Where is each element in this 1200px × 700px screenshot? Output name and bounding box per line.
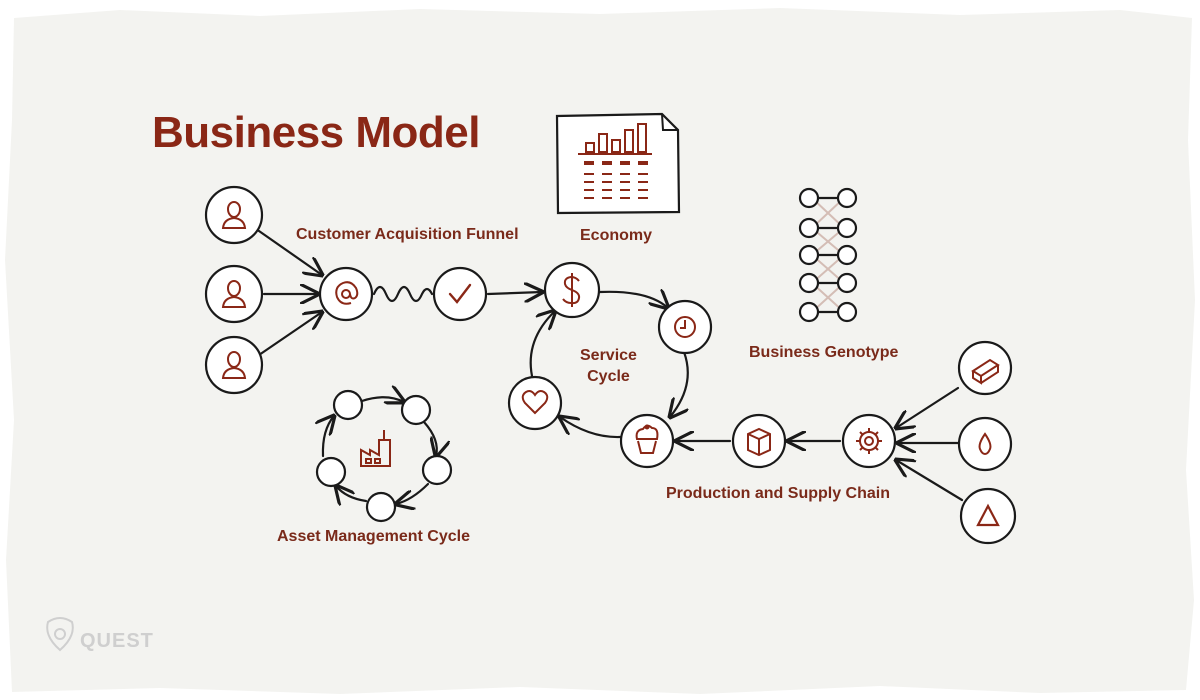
asset-management-cycle-label: Asset Management Cycle	[277, 528, 470, 545]
asset-arrow	[422, 420, 437, 456]
asset-arrow	[323, 416, 334, 458]
box-node	[731, 413, 787, 469]
dollar-node	[543, 261, 601, 319]
at-node	[318, 266, 374, 322]
asset-node	[315, 456, 347, 488]
brand-wordmark: QUEST	[80, 630, 154, 652]
user-node	[204, 185, 264, 245]
funnel-arrow	[257, 229, 322, 275]
asset-arrow	[396, 482, 430, 504]
customer-acquisition-funnel-label: Customer Acquisition Funnel	[296, 226, 519, 243]
quest-logo-icon	[46, 617, 74, 652]
asset-node	[365, 491, 397, 523]
at-sign-icon	[335, 281, 359, 305]
box-icon	[747, 427, 771, 457]
economy-label: Economy	[580, 227, 653, 244]
check-node	[432, 266, 488, 322]
cupcake-icon	[635, 424, 659, 454]
supply-chain-arrows	[676, 386, 964, 502]
user-icon	[221, 201, 247, 229]
cupcake-node	[619, 413, 675, 469]
brick-icon	[971, 358, 1000, 385]
drop-icon	[978, 432, 992, 456]
paper-background	[5, 8, 1195, 694]
asset-node	[332, 389, 364, 421]
wavy-connector	[372, 285, 434, 303]
asset-arrow	[336, 486, 368, 501]
bar-chart-document-icon	[578, 123, 652, 199]
asset-node	[421, 454, 453, 486]
cycle-arrow	[560, 417, 622, 439]
business-genotype-ladder	[798, 187, 858, 323]
supply-arrow	[896, 386, 960, 428]
triangle-node	[959, 487, 1017, 545]
heart-icon	[521, 390, 549, 415]
heart-node	[507, 375, 563, 431]
asset-management-cycle	[315, 389, 453, 523]
cycle-arrow	[598, 292, 668, 308]
gear-node	[841, 413, 897, 469]
checkmark-icon	[448, 283, 472, 304]
factory-icon	[360, 430, 391, 467]
cycle-arrow	[670, 350, 688, 417]
asset-arrow	[360, 397, 404, 402]
customer-acquisition-funnel	[257, 229, 542, 357]
supply-arrow	[896, 460, 964, 502]
asset-node	[400, 394, 432, 426]
economy-document	[555, 112, 681, 215]
triangle-icon	[976, 503, 1000, 527]
brick-node	[957, 340, 1013, 396]
clock-icon	[674, 316, 696, 338]
gear-icon	[856, 428, 882, 454]
user-icon	[221, 280, 247, 308]
user-node	[204, 264, 264, 324]
service-cycle-label: Service Cycle	[580, 347, 637, 385]
funnel-arrow	[486, 292, 542, 294]
production-supply-chain-label: Production and Supply Chain	[666, 485, 890, 502]
business-genotype-label: Business Genotype	[749, 344, 899, 361]
user-node	[204, 335, 264, 395]
cycle-arrow	[529, 311, 555, 378]
dollar-icon	[562, 273, 581, 307]
drop-node	[957, 416, 1013, 472]
funnel-arrow	[257, 312, 322, 357]
clock-node	[657, 299, 713, 355]
page-title: Business Model	[152, 108, 480, 157]
user-icon	[221, 351, 247, 379]
service-cycle-arrows	[529, 292, 688, 439]
